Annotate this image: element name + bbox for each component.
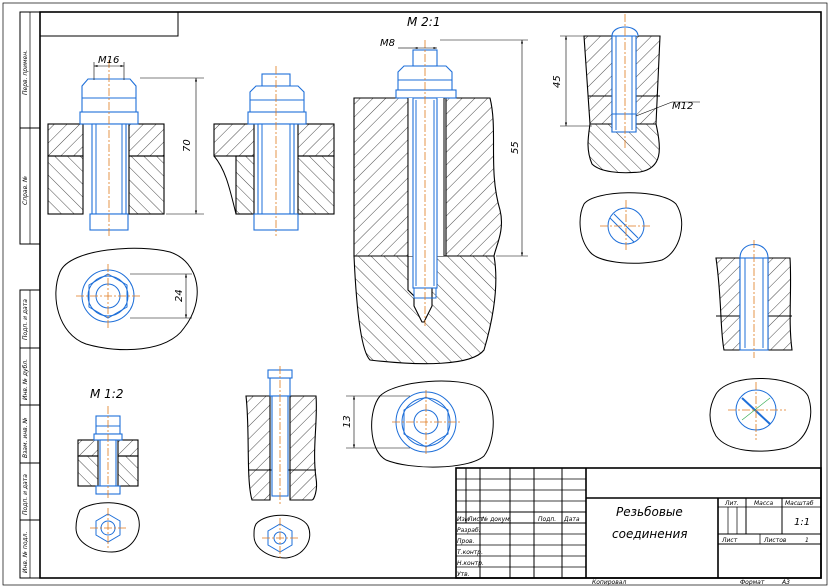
small-bolt-plan-view bbox=[75, 502, 140, 553]
small-stud-plan-view bbox=[253, 514, 311, 559]
stamp-sprav: Справ. № bbox=[22, 176, 29, 205]
dim-m16: M16 bbox=[98, 55, 119, 66]
side-stamp: Перв. примен. Справ. № Подп. и дата Инв.… bbox=[19, 11, 41, 579]
view-label-m21: M 2:1 bbox=[407, 15, 440, 29]
tb-listov-value: 1 bbox=[805, 537, 809, 544]
stamp-inv-dubl: Инв. № дубл. bbox=[22, 359, 29, 400]
tb-title-line2: соединения bbox=[612, 527, 688, 541]
tb-row-razrab: Разраб. bbox=[457, 527, 481, 534]
screw-section-m12: 45 M12 bbox=[552, 14, 700, 174]
tb-title-line1: Резьбовые bbox=[616, 505, 683, 519]
dim-m8: M8 bbox=[380, 38, 395, 49]
bolt-section-2 bbox=[213, 66, 335, 236]
tb-scale-value: 1:1 bbox=[794, 517, 810, 528]
small-stud-section bbox=[245, 366, 318, 506]
tb-row-prov: Пров. bbox=[457, 538, 475, 545]
tb-col-podp: Подп. bbox=[538, 516, 556, 523]
screw-plan-view-m12 bbox=[579, 192, 683, 264]
tb-col-doc: № докум. bbox=[481, 516, 512, 523]
dim-70: 70 bbox=[182, 139, 193, 152]
screw-section-right bbox=[715, 240, 793, 358]
tb-format: Формат bbox=[740, 579, 765, 586]
view-label-m12: M 1:2 bbox=[90, 387, 123, 401]
title-block: Изм Лист № докум. Подп. Дата Разраб. Про… bbox=[455, 467, 822, 586]
stamp-podp-data-2: Подп. и дата bbox=[22, 474, 29, 515]
tb-row-tkontr: Т.контр. bbox=[457, 549, 483, 556]
tb-list: Лист bbox=[721, 537, 738, 544]
dim-24: 24 bbox=[174, 289, 185, 302]
screw-plan-view-right bbox=[709, 378, 812, 452]
tb-masshtab: Масштаб bbox=[785, 500, 814, 507]
stamp-perv-primen: Перв. примен. bbox=[22, 50, 29, 95]
stud-section: M 2:1 M8 55 bbox=[353, 15, 528, 365]
tb-col-list: Лист bbox=[467, 516, 484, 523]
bolt-plan-view-1: 24 bbox=[55, 247, 198, 351]
tb-lit: Лит. bbox=[724, 500, 739, 507]
tb-row-utv: Утв. bbox=[457, 571, 470, 578]
tb-format-value: A3 bbox=[781, 579, 790, 586]
stud-plan-view: 13 bbox=[342, 380, 494, 468]
stamp-vzam-inv: Взам. инв. № bbox=[22, 417, 29, 458]
dim-m12: M12 bbox=[672, 101, 693, 112]
stamp-podp-data-1: Подп. и дата bbox=[22, 299, 29, 340]
small-bolt-section: M 1:2 bbox=[77, 387, 139, 500]
tb-listov: Листов bbox=[763, 537, 787, 544]
dim-55: 55 bbox=[510, 141, 521, 154]
stamp-inv-podl: Инв. № подл. bbox=[22, 532, 29, 573]
bolt-section-1: M16 70 bbox=[47, 55, 204, 236]
tb-col-data: Дата bbox=[563, 516, 580, 523]
tb-col-izm: Изм bbox=[457, 516, 470, 523]
tb-row-nkontr: Н.контр. bbox=[457, 560, 484, 567]
dim-45: 45 bbox=[552, 75, 563, 88]
tb-kopiroval: Копировал bbox=[592, 579, 626, 586]
dim-13: 13 bbox=[342, 415, 353, 428]
tb-massa: Масса bbox=[754, 500, 773, 507]
